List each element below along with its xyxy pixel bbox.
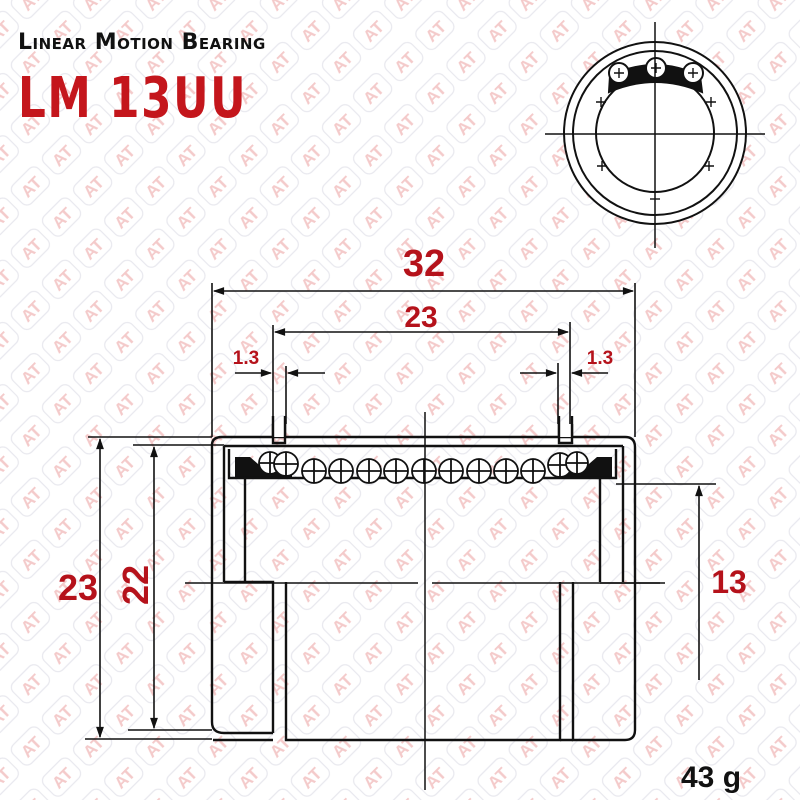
dim-inner-diameter: 13	[711, 564, 747, 600]
dim-groove-width-left: 1.3	[233, 348, 259, 369]
dim-overall-length: 32	[403, 243, 445, 285]
dim-groove-spacing: 23	[404, 301, 437, 334]
dim-outer-diameter: 23	[58, 567, 98, 608]
dim-groove-width-right: 1.3	[587, 348, 613, 369]
dim-groove-diameter: 22	[115, 565, 156, 605]
weight-label: 43 g	[681, 761, 741, 794]
dimension-lines	[85, 283, 716, 740]
product-category: Linear Motion Bearing	[18, 30, 266, 55]
end-view	[545, 22, 765, 248]
ball-row	[258, 451, 589, 484]
product-model: LM 13UU	[18, 66, 248, 131]
